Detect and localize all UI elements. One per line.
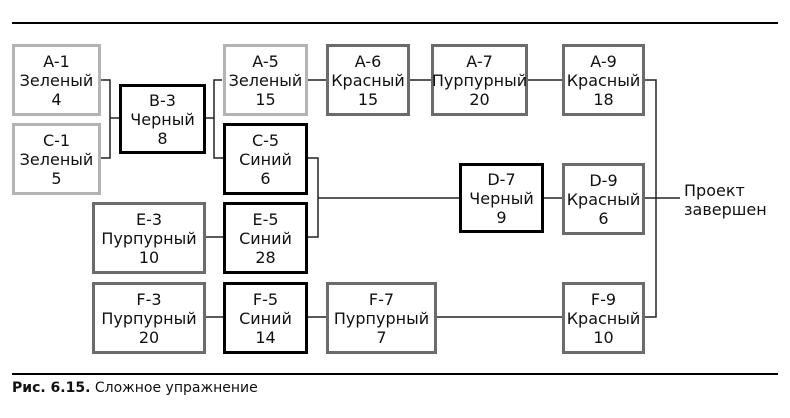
task-a7-days: 20: [469, 89, 490, 109]
bottom-rule: [12, 373, 778, 375]
task-e5-box: E-5 Синий 28: [223, 202, 308, 274]
task-f7-id: F-7: [368, 289, 395, 309]
task-a9-id: A-9: [590, 51, 617, 71]
task-c5-color: Синий: [239, 149, 292, 169]
task-f5-box: F-5 Синий 14: [223, 282, 308, 354]
task-e5-color: Синий: [239, 228, 292, 248]
task-d9-id: D-9: [589, 170, 618, 190]
end-label-line2: завершен: [684, 200, 767, 219]
task-a6-color: Красный: [331, 70, 405, 90]
task-f7-days: 7: [376, 327, 387, 347]
top-rule: [12, 22, 778, 24]
figure-caption: Рис. 6.15. Сложное упражнение: [12, 380, 258, 396]
task-b3-days: 8: [157, 128, 168, 148]
task-f5-color: Синий: [239, 308, 292, 328]
task-f9-color: Красный: [566, 308, 641, 328]
task-f5-days: 14: [255, 327, 276, 347]
caption-label: Рис. 6.15.: [12, 380, 91, 396]
task-d7-box: D-7 Черный 9: [459, 163, 544, 233]
task-f5-id: F-5: [252, 289, 279, 309]
task-a6-days: 15: [357, 89, 379, 109]
task-e3-id: E-3: [135, 209, 163, 229]
task-b3-box: B-3 Черный 8: [119, 84, 206, 154]
task-d9-days: 6: [598, 208, 609, 228]
task-a1-id: A-1: [43, 51, 70, 71]
task-f7-color: Пурпурный: [333, 308, 430, 328]
task-c1-box: C-1 Зеленый 5: [12, 123, 101, 195]
task-f7-box: F-7 Пурпурный 7: [326, 282, 437, 354]
task-d9-color: Красный: [566, 189, 641, 209]
task-b3-id: B-3: [149, 90, 176, 110]
task-e5-id: E-5: [252, 209, 279, 229]
task-a1-color: Зеленый: [19, 70, 94, 90]
project-complete-label: Проект завершен: [684, 181, 767, 219]
task-f3-box: F-3 Пурпурный 20: [92, 282, 206, 354]
task-e3-box: E-3 Пурпурный 10: [92, 202, 206, 274]
task-d9-box: D-9 Красный 6: [562, 163, 645, 235]
task-d7-id: D-7: [487, 169, 516, 189]
task-a1-days: 4: [51, 89, 62, 109]
task-c5-id: C-5: [251, 130, 280, 150]
task-a7-color: Пурпурный: [431, 70, 528, 90]
task-c5-days: 6: [260, 168, 271, 188]
task-c5-box: C-5 Синий 6: [223, 123, 308, 195]
task-a1-box: A-1 Зеленый 4: [12, 44, 101, 116]
task-a7-id: A-7: [466, 51, 493, 71]
task-f9-days: 10: [593, 327, 614, 347]
task-c1-days: 5: [51, 168, 62, 188]
task-e5-days: 28: [255, 247, 276, 267]
task-a9-days: 18: [593, 89, 614, 109]
connector-b3-a5-c5: [213, 79, 223, 159]
task-a9-box: A-9 Красный 18: [562, 44, 645, 116]
connector-c5-e5-d7: [308, 157, 319, 238]
end-label-line1: Проект: [684, 181, 745, 200]
task-b3-color: Черный: [130, 109, 195, 129]
task-c1-id: C-1: [42, 130, 71, 150]
task-a7-box: A-7 Пурпурный 20: [431, 44, 528, 116]
task-a5-color: Зеленый: [228, 70, 303, 90]
task-f9-box: F-9 Красный 10: [562, 282, 645, 354]
task-f3-days: 20: [138, 327, 160, 347]
task-e3-days: 10: [138, 247, 160, 267]
task-c1-color: Зеленый: [19, 149, 94, 169]
task-e3-color: Пурпурный: [101, 228, 197, 248]
task-a5-days: 15: [255, 89, 276, 109]
caption-text: Сложное упражнение: [94, 380, 258, 396]
connector-a1-c1-b3: [101, 79, 111, 159]
task-a5-id: A-5: [252, 51, 279, 71]
task-f3-color: Пурпурный: [101, 308, 197, 328]
task-a9-color: Красный: [566, 70, 641, 90]
task-d7-color: Черный: [469, 188, 534, 208]
task-a5-box: A-5 Зеленый 15: [223, 44, 308, 116]
task-a6-id: A-6: [354, 51, 382, 71]
task-a6-box: A-6 Красный 15: [326, 44, 410, 116]
task-d7-days: 9: [496, 207, 507, 227]
task-f3-id: F-3: [136, 289, 162, 309]
task-f9-id: F-9: [590, 289, 617, 309]
